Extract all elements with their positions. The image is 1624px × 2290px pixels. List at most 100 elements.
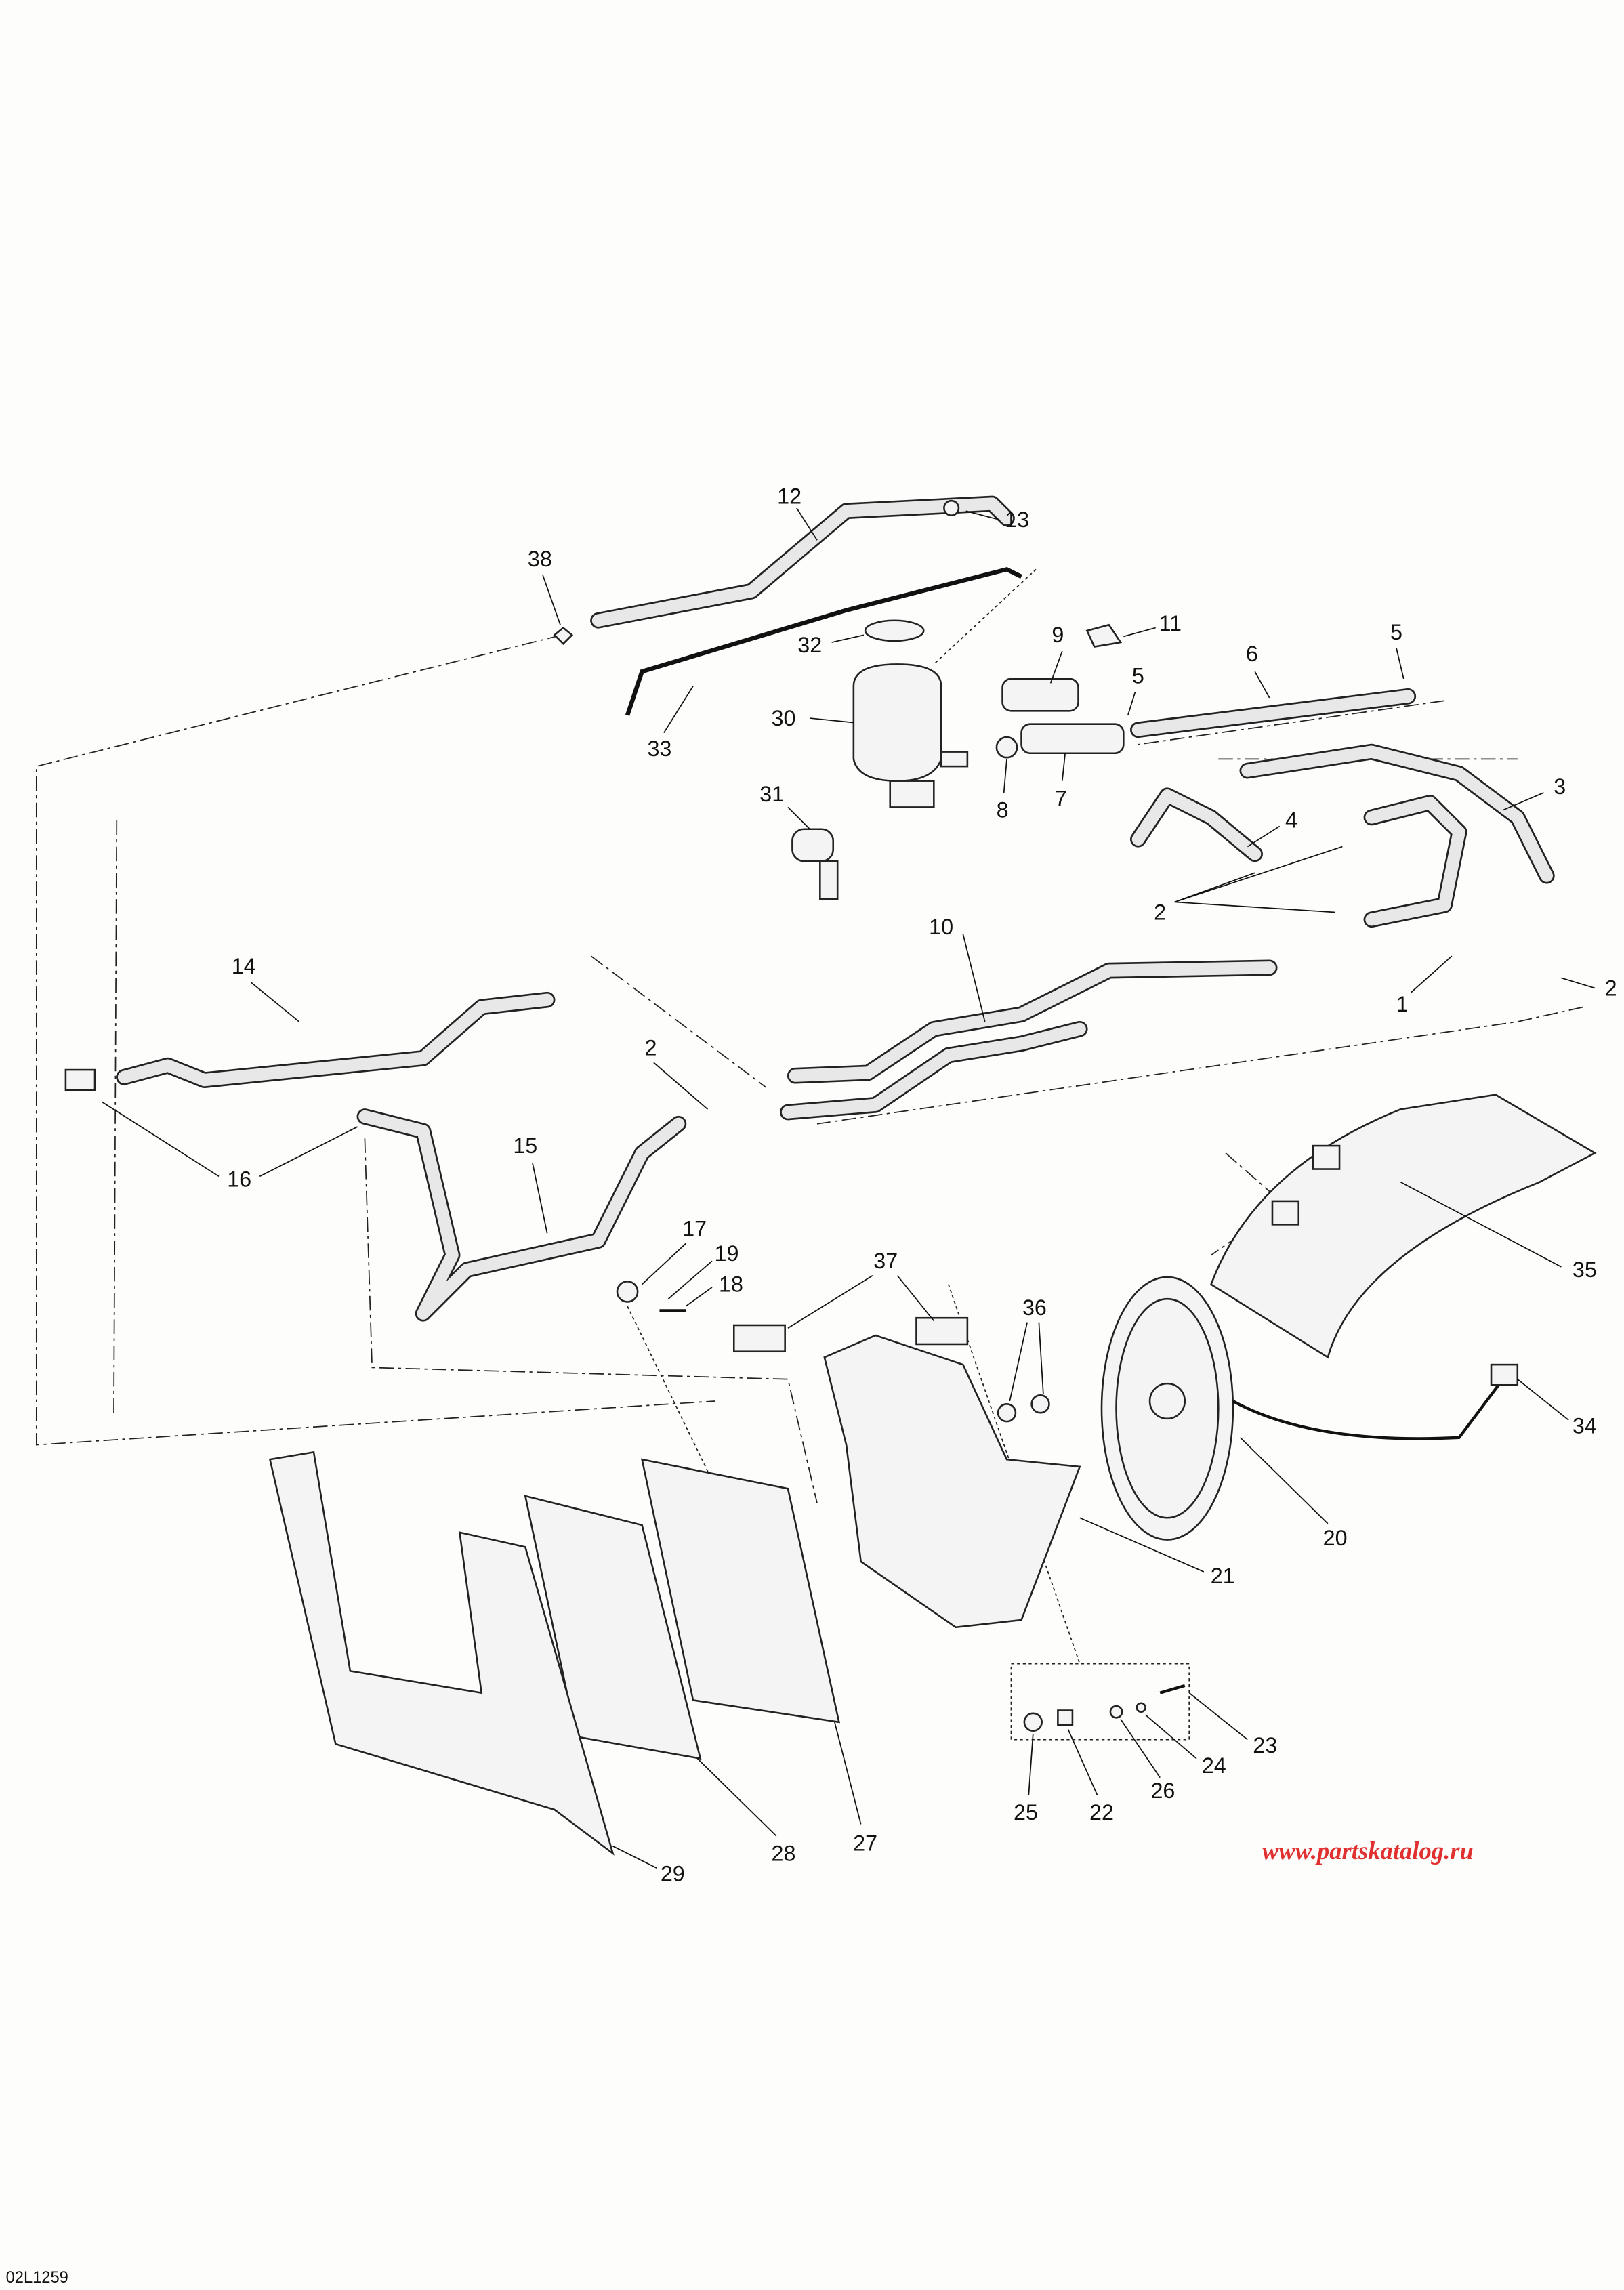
leader-line-2 — [1561, 977, 1596, 989]
hose-7 — [1020, 723, 1125, 755]
callout-19: 19 — [715, 1241, 739, 1266]
callout-11: 11 — [1159, 611, 1182, 636]
callout-25: 25 — [1014, 1800, 1038, 1825]
leader-line-9 — [1049, 650, 1063, 684]
callout-38: 38 — [528, 547, 552, 571]
grommet-36a — [997, 1402, 1017, 1423]
leader-line-35 — [1400, 1182, 1562, 1268]
callout-30: 30 — [772, 706, 796, 730]
callout-5: 5 — [1390, 620, 1402, 644]
leader-line-16 — [102, 1101, 220, 1178]
leader-line-30 — [810, 717, 854, 724]
callout-8: 8 — [997, 798, 1009, 823]
hose-12 — [590, 495, 1015, 629]
callout-3: 3 — [1554, 774, 1566, 799]
clamp-11 — [1085, 623, 1123, 648]
leader-line-18 — [685, 1287, 713, 1307]
callout-2: 2 — [1154, 900, 1166, 924]
leader-line-5 — [1127, 692, 1136, 716]
callout-22: 22 — [1089, 1800, 1114, 1825]
hardware-kit-box — [1010, 1663, 1190, 1741]
watermark: www.partskatalog.ru — [1262, 1837, 1474, 1865]
callout-4: 4 — [1285, 808, 1297, 833]
leader-line-12 — [796, 507, 818, 541]
leader-line-36 — [1038, 1322, 1044, 1394]
callout-17: 17 — [682, 1217, 707, 1241]
callout-24: 24 — [1202, 1753, 1226, 1778]
leader-line-13 — [965, 510, 1000, 520]
leader-line-2 — [1174, 901, 1335, 913]
callout-20: 20 — [1323, 1526, 1348, 1550]
hose-15 — [356, 1108, 687, 1322]
leader-line-16 — [259, 1126, 358, 1178]
leader-line-20 — [1239, 1437, 1329, 1524]
bolt-23 — [1159, 1684, 1186, 1694]
callout-14: 14 — [232, 954, 256, 978]
clamp-13 — [943, 499, 960, 516]
leader-line-17 — [642, 1243, 686, 1285]
leader-line-14 — [250, 982, 300, 1022]
grommet-36b — [1030, 1394, 1050, 1414]
leader-line-7 — [1061, 753, 1066, 781]
callout-2: 2 — [1605, 976, 1617, 1000]
callout-10: 10 — [929, 915, 953, 939]
hose-33 — [625, 566, 1022, 716]
leader-line-4 — [1247, 825, 1281, 848]
clamp-16 — [64, 1068, 96, 1091]
hose-4 — [1129, 787, 1263, 862]
callout-5: 5 — [1132, 663, 1144, 688]
leader-line-31 — [787, 806, 810, 830]
callout-28: 28 — [772, 1841, 796, 1865]
bracket-37b — [915, 1316, 969, 1346]
leader-line-37 — [896, 1275, 934, 1322]
callout-7: 7 — [1055, 786, 1067, 810]
clamp-17 — [616, 1281, 639, 1303]
leader-line-23 — [1188, 1692, 1248, 1741]
leader-line-36 — [1009, 1322, 1028, 1402]
fan-20 — [1100, 1276, 1504, 1541]
hose-1 — [1363, 795, 1467, 928]
leader-line-11 — [1123, 627, 1156, 638]
callout-16: 16 — [227, 1167, 251, 1191]
callout-29: 29 — [661, 1862, 685, 1886]
clamp-8 — [995, 736, 1018, 759]
leader-line-22 — [1067, 1729, 1098, 1795]
washer-26 — [1109, 1705, 1123, 1719]
leader-line-37 — [787, 1275, 873, 1329]
callout-15: 15 — [513, 1133, 537, 1158]
shroud-21 — [823, 1334, 1081, 1629]
callout-12: 12 — [777, 484, 801, 508]
callout-21: 21 — [1211, 1564, 1235, 1588]
callout-13: 13 — [1005, 507, 1029, 532]
panel-29 — [268, 1451, 615, 1856]
leader-line-24 — [1145, 1714, 1197, 1760]
leader-line-33 — [663, 686, 694, 734]
leader-line-27 — [834, 1722, 862, 1825]
cover-35 — [1209, 1094, 1597, 1359]
bracket-31 — [791, 828, 839, 900]
callout-33: 33 — [647, 736, 671, 761]
connector-34 — [1490, 1363, 1519, 1386]
leader-line-1 — [1410, 955, 1453, 993]
leader-line-15 — [532, 1163, 548, 1234]
leader-line-3 — [1502, 792, 1544, 811]
leader-line-2 — [653, 1062, 709, 1110]
leader-line-29 — [612, 1846, 657, 1869]
sleeve-9 — [1001, 678, 1079, 712]
callout-32: 32 — [797, 633, 822, 657]
diagram-code: 02L1259 — [6, 2269, 68, 2287]
callout-37: 37 — [873, 1249, 898, 1273]
callout-35: 35 — [1573, 1257, 1597, 1282]
pipe-6 — [1129, 688, 1417, 738]
leader-line-26 — [1120, 1718, 1161, 1778]
pipe-10 — [780, 959, 1278, 1121]
leader-line-25 — [1028, 1733, 1034, 1795]
hose-14 — [116, 991, 556, 1089]
callout-36: 36 — [1022, 1295, 1047, 1320]
callout-2: 2 — [645, 1036, 657, 1060]
leader-line-34 — [1517, 1378, 1569, 1421]
hose-3 — [1239, 743, 1555, 884]
